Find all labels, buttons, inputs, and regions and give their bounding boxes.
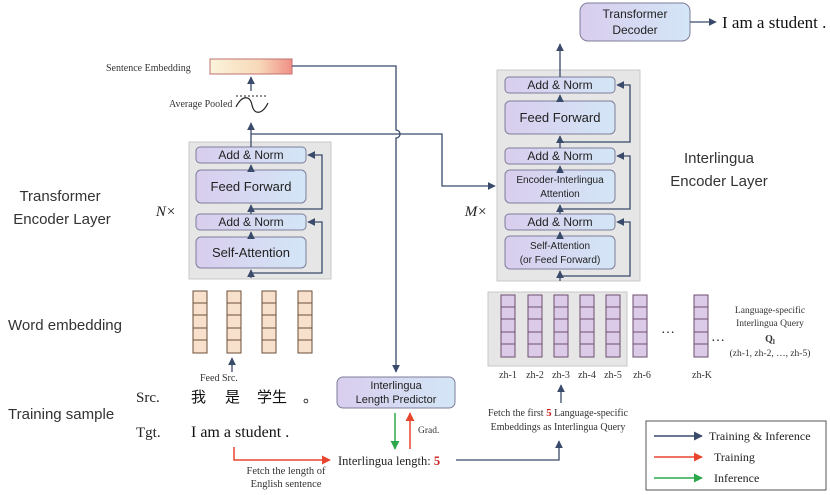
interlingua-repeat-label: M× <box>464 204 488 220</box>
query-label-zh-1: zh-1 <box>499 370 517 381</box>
src-embedding-3 <box>261 290 277 354</box>
average-pooled-label: Average Pooled <box>169 99 232 110</box>
feed-src-label: Feed Src. <box>200 373 238 384</box>
training-sample-label: Training sample <box>8 406 114 423</box>
src-token-2: 是 <box>225 388 240 406</box>
interlingua-cross-attention-line2: Attention <box>540 189 579 200</box>
src-embedding-4 <box>297 290 313 354</box>
query-embedding-zh-5 <box>605 294 621 358</box>
encoder-repeat-label: N× <box>155 204 176 220</box>
length-predictor-box <box>336 376 456 409</box>
src-token-4: 。 <box>303 388 318 406</box>
tgt-sentence: I am a student . <box>191 424 289 441</box>
query-embedding-zh-6 <box>632 294 648 358</box>
legend-training-inference: Training & Inference <box>709 429 811 443</box>
query-embedding-zh-K <box>693 294 709 358</box>
query-desc-line4: (zh-1, zh-2, …, zh-5) <box>730 348 811 359</box>
decoder-label-line2: Decoder <box>612 23 657 37</box>
encoder-add-norm-top-label: Add & Norm <box>218 148 283 162</box>
query-label-zh-4: zh-4 <box>578 370 596 381</box>
encoder-section-label-line1: Transformer <box>19 188 100 205</box>
decoder-output-text: I am a student . <box>722 13 826 32</box>
query-embedding-zh-3 <box>553 294 569 358</box>
embedding-to-predictor-arrow <box>292 65 401 373</box>
sentence-embedding-bar <box>209 58 293 75</box>
query-desc-line2: Interlingua Query <box>736 319 804 329</box>
fetch-length-line1: Fetch the length of <box>246 466 326 477</box>
src-token-1: 我 <box>191 388 206 406</box>
query-label-zh-3: zh-3 <box>552 370 570 381</box>
query-embedding-zh-1 <box>500 294 516 358</box>
src-embedding-2 <box>226 290 242 354</box>
interlingua-self-attention-line1: Self-Attention <box>530 241 590 252</box>
fetch-first-line2: Embeddings as Interlingua Query <box>491 422 626 433</box>
tgt-label: Tgt. <box>136 425 161 441</box>
query-embedding-zh-4 <box>579 294 595 358</box>
fetch-length-line2: English sentence <box>251 479 322 490</box>
query-label-zh-5: zh-5 <box>604 370 622 381</box>
legend-training: Training <box>714 450 755 464</box>
interlingua-length: Interlingua length: 5 <box>338 454 440 468</box>
interlingua-add-norm-1-label: Add & Norm <box>527 78 592 92</box>
interlingua-add-norm-2-label: Add & Norm <box>527 149 592 163</box>
interlingua-length-label: Interlingua length: <box>338 454 434 468</box>
query-ellipsis-2: … <box>711 330 725 345</box>
query-desc-symbol: Ql <box>765 334 775 346</box>
query-label-zh-6: zh-6 <box>633 370 651 381</box>
interlingua-section-label-line2: Encoder Layer <box>670 173 768 190</box>
query-ellipsis-1: … <box>661 322 675 337</box>
query-label-zh-K: zh-K <box>692 370 713 381</box>
length-predictor-label-line1: Interlingua <box>370 380 422 392</box>
encoder-self-attention-label: Self-Attention <box>212 245 290 260</box>
src-embedding-1 <box>192 290 208 354</box>
query-embedding-zh-2 <box>527 294 543 358</box>
interlingua-self-attention-line2: (or Feed Forward) <box>520 255 601 266</box>
length-to-fetch-arrow <box>456 440 563 461</box>
encoder-to-cross-attention-arrow <box>251 133 496 190</box>
query-desc-line1: Language-specific <box>735 305 805 316</box>
interlingua-feed-forward-label: Feed Forward <box>520 110 601 125</box>
encoder-add-norm-bottom-label: Add & Norm <box>218 215 283 229</box>
interlingua-section-label-line1: Interlingua <box>684 150 755 167</box>
source-word-embeddings <box>192 290 313 354</box>
word-embedding-label: Word embedding <box>8 317 122 334</box>
pooling-icon <box>235 97 269 113</box>
src-token-3: 学生 <box>257 388 287 406</box>
query-label-zh-2: zh-2 <box>526 370 544 381</box>
legend-inference: Inference <box>714 471 759 485</box>
grad-label: Grad. <box>418 426 439 436</box>
encoder-feed-forward-label: Feed Forward <box>211 179 292 194</box>
fetch-first-line1: Fetch the first 5 Language-specific <box>488 407 628 419</box>
interlingua-query-embeddings <box>500 294 709 358</box>
encoder-section-label-line2: Encoder Layer <box>13 211 111 228</box>
length-predictor-label-line2: Length Predictor <box>356 394 437 406</box>
decoder-label-line1: Transformer <box>603 7 668 21</box>
sentence-embedding-label: Sentence Embedding <box>106 63 191 74</box>
interlingua-length-value: 5 <box>434 454 440 468</box>
fetch-length-arrow <box>233 447 331 465</box>
interlingua-add-norm-3-label: Add & Norm <box>527 215 592 229</box>
interlingua-cross-attention-line1: Encoder-Interlingua <box>516 175 604 186</box>
src-label: Src. <box>136 390 160 406</box>
